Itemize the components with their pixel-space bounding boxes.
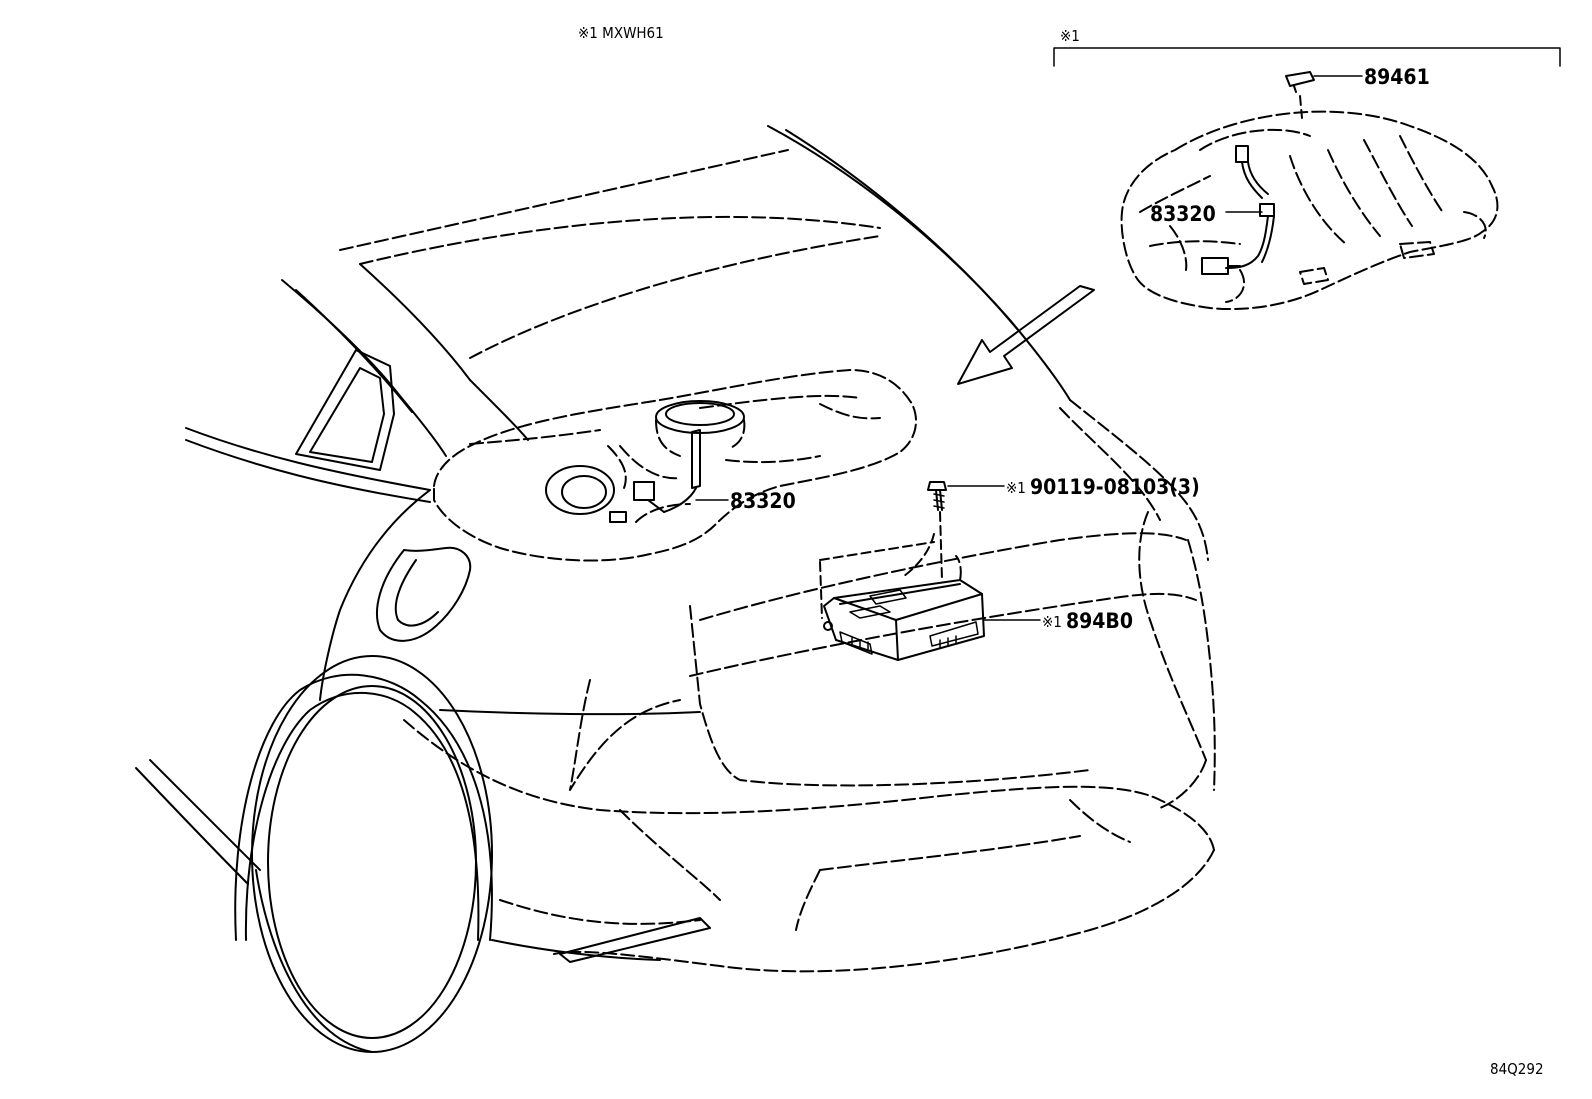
inset-fuel-tank <box>1120 71 1499 311</box>
main-fuel-tank <box>433 369 917 562</box>
callout-bolt: ※1 90119-08103(3) <box>947 475 1200 499</box>
ecu-assembly <box>819 481 985 661</box>
header-note: ※1 MXWH61 <box>578 24 664 42</box>
label-83320-main: 83320 <box>730 489 796 513</box>
callout-83320-inset: 83320 <box>1150 202 1263 226</box>
callout-89461: 89461 <box>1313 65 1430 89</box>
vehicle-body <box>135 125 1216 1053</box>
inset-bracket: ※1 <box>1053 27 1561 67</box>
inset-note: ※1 <box>1060 27 1080 45</box>
ecu-prefix: ※1 <box>1042 613 1062 631</box>
label-ecu-part: 894B0 <box>1066 609 1133 633</box>
label-89461: 89461 <box>1364 65 1430 89</box>
label-83320-inset: 83320 <box>1150 202 1216 226</box>
label-bolt-part: 90119-08103(3) <box>1030 475 1200 499</box>
callout-83320-main: 83320 <box>695 489 796 513</box>
direction-arrow <box>957 285 1095 385</box>
catalog-code: 84Q292 <box>1490 1060 1544 1078</box>
callout-ecu: ※1 894B0 <box>983 609 1133 633</box>
bolt-prefix: ※1 <box>1006 479 1026 497</box>
